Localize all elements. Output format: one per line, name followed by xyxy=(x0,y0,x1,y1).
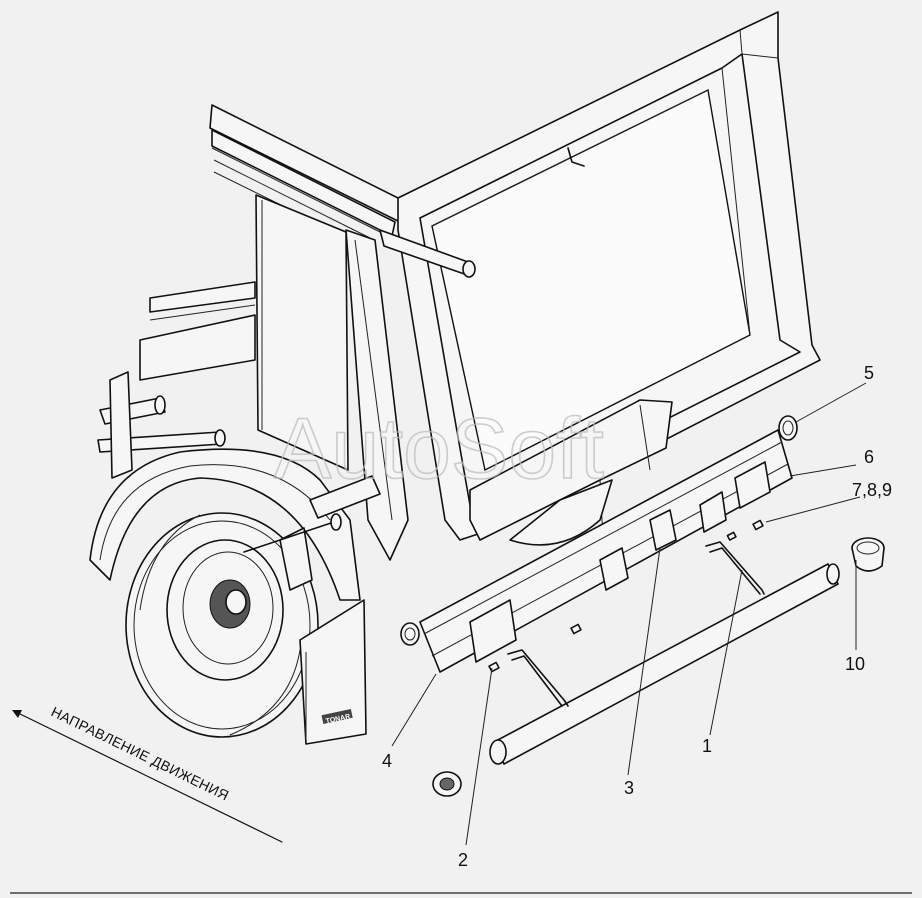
mudflap: TONAR xyxy=(299,599,367,745)
wheel-assembly xyxy=(89,448,381,738)
end-cap xyxy=(851,537,885,572)
callout-4: 4 xyxy=(382,751,392,771)
callout-10: 10 xyxy=(845,654,865,674)
protection-tube xyxy=(488,519,840,765)
callout-2: 2 xyxy=(458,850,468,870)
callout-7-8-9: 7,8,9 xyxy=(852,480,892,500)
watermark: AutoSoft xyxy=(274,401,604,497)
bumper-beam xyxy=(400,415,798,673)
callout-3: 3 xyxy=(624,778,634,798)
callout-5: 5 xyxy=(864,363,874,383)
callout-1: 1 xyxy=(702,736,712,756)
mudflap-badge: TONAR xyxy=(325,713,351,725)
callouts: 1 2 3 4 5 6 7,8,9 10 xyxy=(382,363,892,870)
nut-part xyxy=(432,771,462,797)
callout-6: 6 xyxy=(864,447,874,467)
dump-body xyxy=(209,11,821,561)
chassis-frame xyxy=(97,281,613,546)
leader-lines xyxy=(391,382,867,846)
